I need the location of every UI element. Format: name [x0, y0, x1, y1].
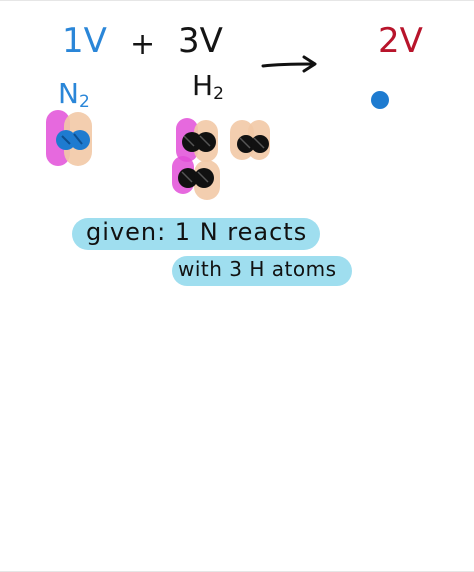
n2-subscript: 2: [78, 92, 90, 112]
reactant-1-volume: 1V: [62, 21, 107, 61]
note-highlight-2: [172, 256, 352, 286]
reaction-arrow-icon: [261, 55, 317, 73]
n2-label: N2: [58, 80, 90, 111]
note-line-2: with 3 H atoms: [178, 257, 337, 281]
note-highlight-1: [72, 218, 320, 250]
product-volume: 2V: [378, 21, 423, 61]
n2-molecule-drawing: [46, 110, 92, 166]
top-border: [0, 0, 474, 1]
reactant-2-volume: 3V: [178, 21, 223, 61]
h2-subscript: 2: [213, 84, 224, 104]
h2-symbol: H: [192, 69, 214, 102]
h2-molecules-drawing: [172, 118, 270, 200]
h2-label: H2: [192, 72, 224, 103]
product-molecule-dot: [371, 91, 389, 109]
plus-sign: +: [130, 27, 156, 62]
note-line-1: given: 1 N reacts: [86, 218, 308, 246]
n2-symbol: N: [58, 77, 79, 110]
